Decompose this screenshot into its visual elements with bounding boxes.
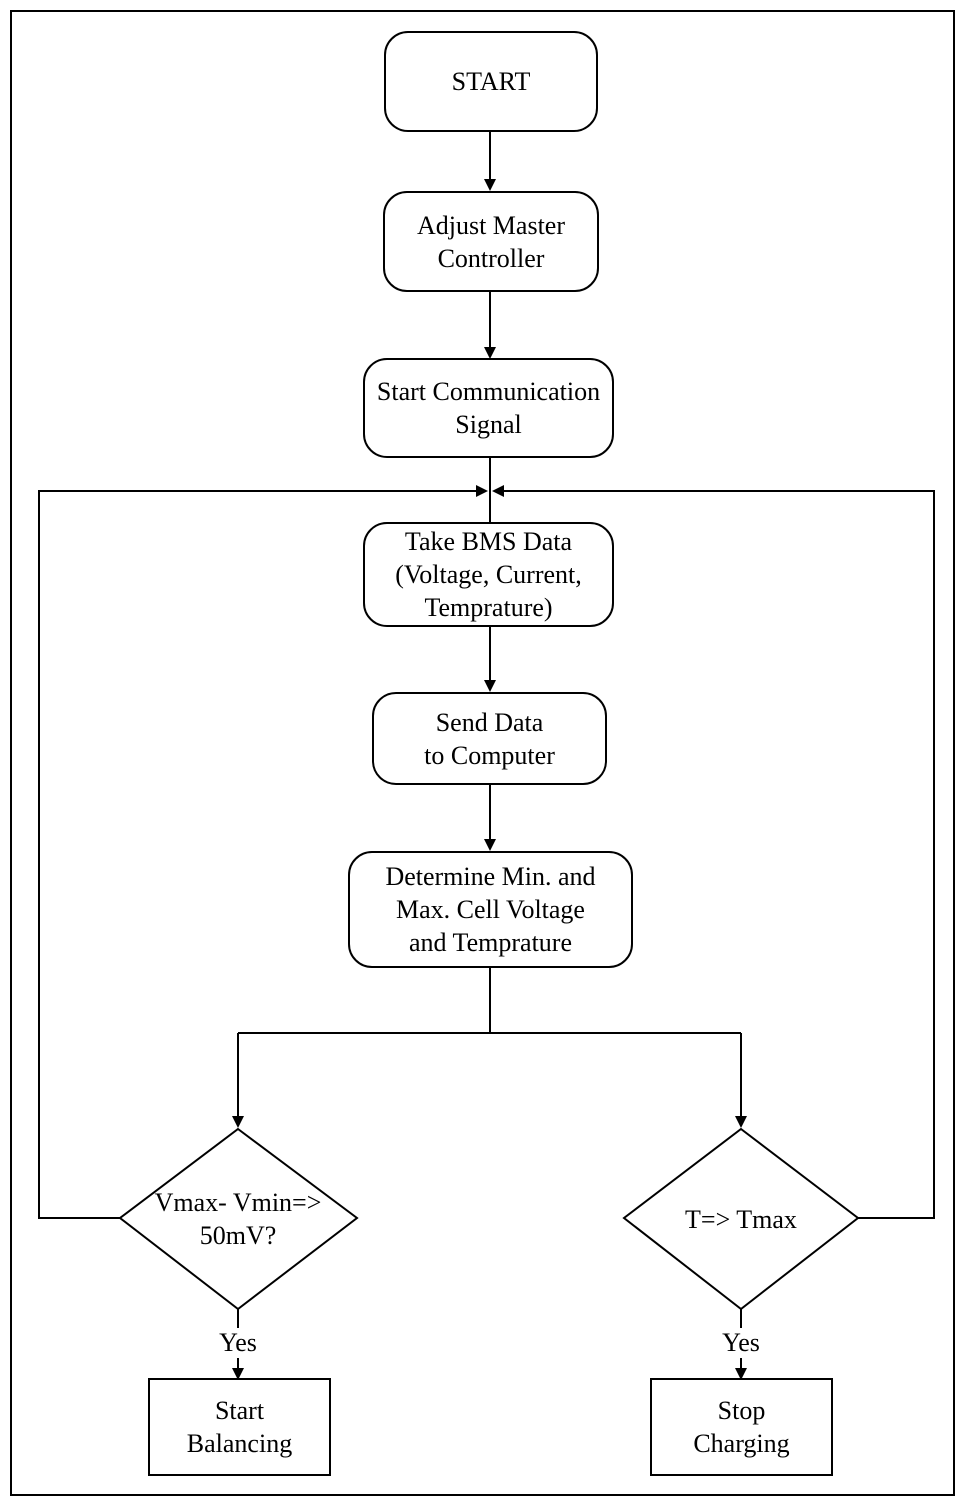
node-take-bms-data: Take BMS Data (Voltage, Current, Temprat…	[363, 522, 614, 627]
node-adjust-line-2: Controller	[437, 243, 545, 273]
node-adjust-line-1: Adjust Master	[416, 210, 566, 240]
node-stop-charging: Stop Charging	[650, 1378, 833, 1476]
node-determine-line-2: Max. Cell Voltage	[396, 895, 585, 924]
node-start-line-1: START	[451, 67, 531, 96]
decision-t-text: T=> Tmax	[641, 1203, 841, 1236]
node-send-data: Send Data to Computer	[372, 692, 607, 785]
node-determine-line-1: Determine Min. and	[385, 862, 596, 891]
node-stop-line-1: Stop	[717, 1396, 766, 1425]
node-determine-min-max: Determine Min. and Max. Cell Voltage and…	[348, 851, 633, 968]
decision-v-line-1: Vmax- Vmin=>	[154, 1188, 322, 1217]
node-take-line-2: (Voltage, Current,	[395, 560, 582, 589]
node-take-line-3: Temprature)	[424, 593, 553, 622]
node-send-line-2: to Computer	[424, 740, 555, 770]
node-start: START	[384, 31, 598, 132]
node-start-balancing: Start Balancing	[148, 1378, 331, 1476]
node-send-line-1: Send Data	[435, 707, 544, 737]
yes-label-right: Yes	[711, 1328, 771, 1358]
loop-left	[38, 485, 488, 1219]
node-start-communication: Start Communication Signal	[363, 358, 614, 458]
node-balance-line-1: Start	[214, 1396, 265, 1425]
yes-label-left: Yes	[208, 1328, 268, 1358]
node-determine-line-3: and Temprature	[408, 928, 573, 957]
node-comm-line-2: Signal	[455, 410, 522, 439]
decision-t-line-1: T=> Tmax	[685, 1205, 797, 1234]
node-balance-line-2: Balancing	[186, 1429, 293, 1458]
node-adjust-master-controller: Adjust Master Controller	[383, 191, 599, 292]
node-stop-line-2: Charging	[693, 1429, 790, 1458]
decision-v-text: Vmax- Vmin=> 50mV?	[138, 1186, 338, 1252]
outer-border	[10, 10, 955, 1496]
node-comm-line-1: Start Communication	[376, 377, 601, 406]
node-take-line-1: Take BMS Data	[404, 527, 573, 556]
loop-right	[492, 485, 935, 1219]
decision-v-line-2: 50mV?	[199, 1221, 277, 1250]
